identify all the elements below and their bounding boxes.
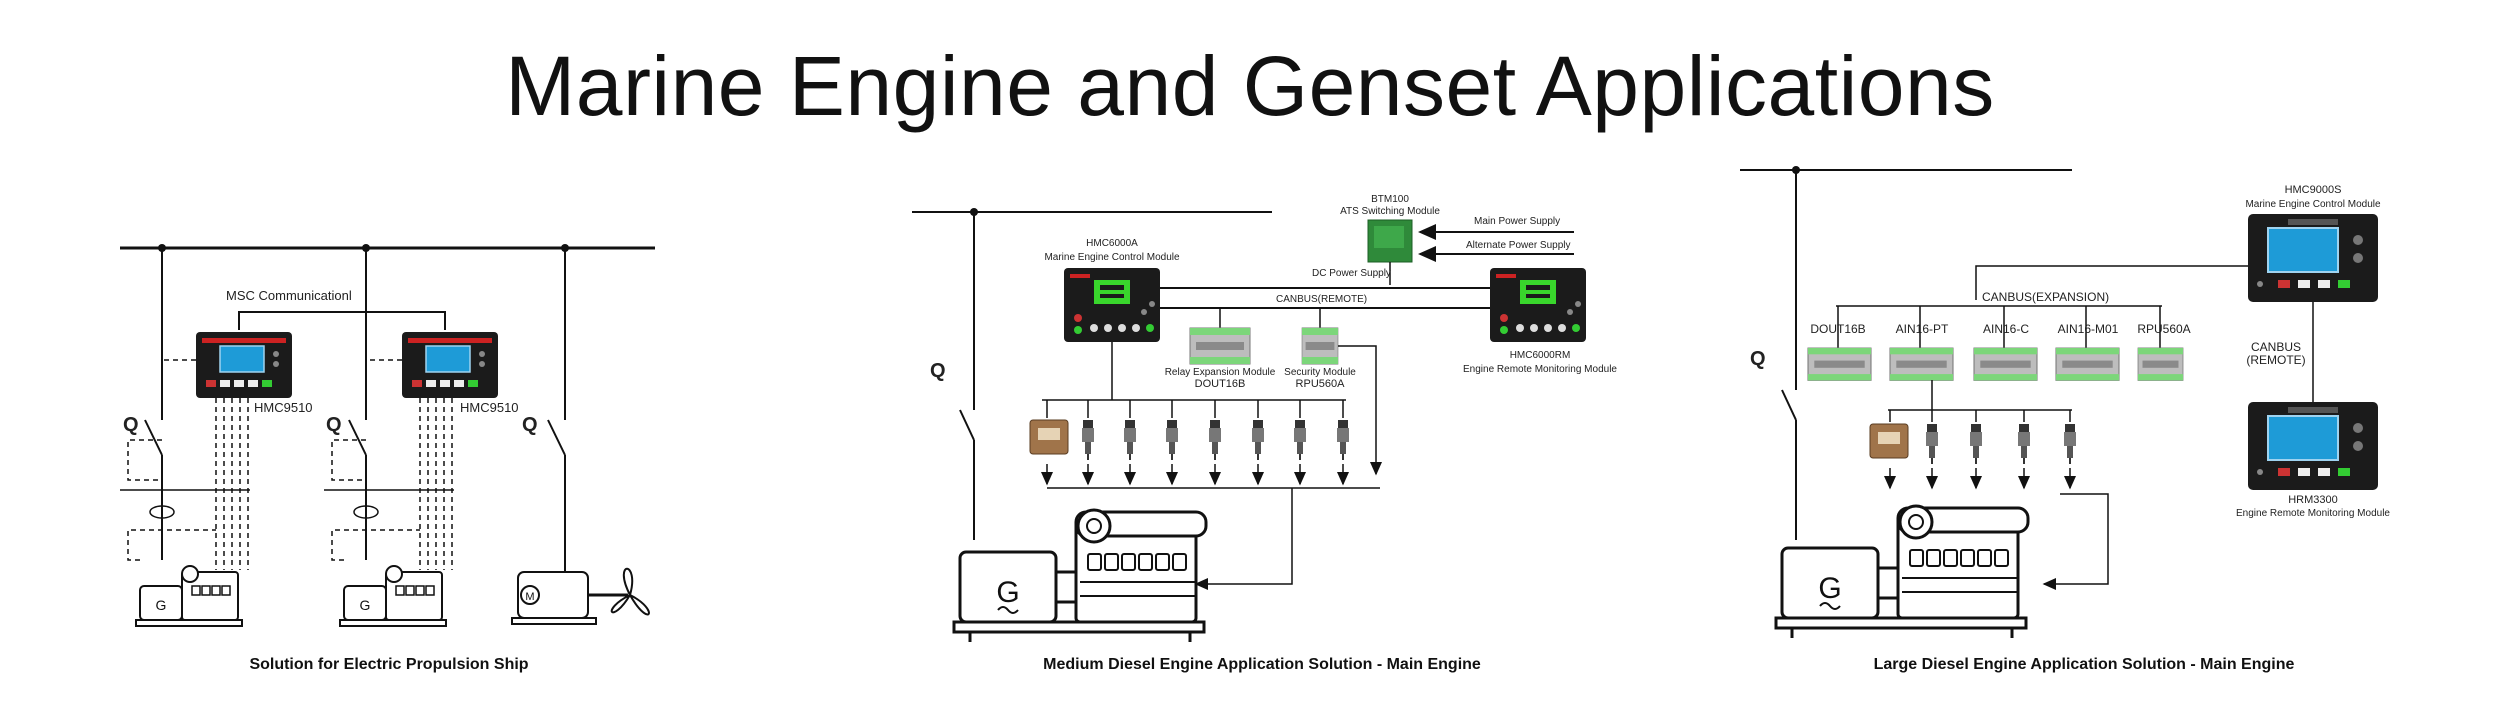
controller-hmc9510-1 [195, 331, 293, 399]
svg-text:M: M [525, 591, 534, 603]
dc-power-label: DC Power Supply [1312, 268, 1391, 279]
genset-2 [339, 565, 447, 627]
module-dout16b-r [1807, 347, 1872, 381]
module-ain16-c [1973, 347, 2038, 381]
controller-hmc9510-2 [401, 331, 499, 399]
page-title: Marine Engine and Genset Applications [505, 39, 1995, 133]
engine-medium [952, 508, 1208, 644]
main-power-label: Main Power Supply [1474, 216, 1561, 227]
relay-module-name: DOUT16B [1194, 378, 1246, 390]
canbus-expansion-label: CANBUS(EXPANSION) [1982, 290, 2110, 304]
hmc6000a-name: HMC6000A [1086, 238, 1138, 249]
breaker-label-1: Q [123, 414, 139, 436]
hmc9000s-desc: Marine Engine Control Module [2245, 199, 2381, 210]
module-label-ain16-pt: AIN16-PT [1895, 322, 1949, 336]
module-label-rpu560a: RPU560A [2137, 322, 2191, 336]
module-dout16b [1189, 327, 1251, 365]
caption-left: Solution for Electric Propulsion Ship [249, 656, 529, 673]
canbus-remote-label-1: CANBUS [2250, 340, 2302, 354]
controller-hmc6000a [1064, 268, 1160, 342]
module-label-dout16b: DOUT16B [1810, 322, 1866, 336]
caption-middle: Medium Diesel Engine Application Solutio… [1043, 656, 1481, 673]
msc-communication-label: MSC Communicationl [226, 288, 352, 303]
relay-module-desc: Relay Expansion Module [1164, 367, 1276, 378]
governor-actuator-r [1869, 423, 1909, 459]
module-label-ain16-c: AIN16-C [1982, 322, 2030, 336]
module-label-ain16-m01: AIN16-M01 [2057, 322, 2119, 336]
module-rpu560a [1301, 327, 1339, 365]
canbus-remote-label: CANBUS(REMOTE) [1276, 294, 1368, 305]
hmc6000rm-desc: Engine Remote Monitoring Module [1463, 364, 1617, 375]
canbus-remote-label-2: (REMOTE) [2246, 353, 2306, 367]
caption-right: Large Diesel Engine Application Solution… [1873, 656, 2295, 673]
breaker-label-2: Q [326, 414, 342, 436]
controller-hmc6000rm [1490, 268, 1586, 342]
btm100-name: BTM100 [1371, 194, 1409, 205]
engine-large [1774, 504, 2030, 640]
controller-hmc9000s [2247, 213, 2379, 303]
module-ain16-m01 [2055, 347, 2120, 381]
hmc6000rm-name: HMC6000RM [1509, 350, 1571, 361]
btm100-desc: ATS Switching Module [1340, 206, 1440, 217]
breaker-label-right: Q [1750, 348, 1766, 370]
security-module-name: RPU560A [1295, 378, 1345, 390]
controller-label-1: HMC9510 [254, 400, 313, 415]
breaker-label-mid: Q [930, 360, 946, 382]
controller-label-2: HMC9510 [460, 400, 519, 415]
controller-hrm3300 [2247, 401, 2379, 491]
middle-panel [912, 208, 1586, 644]
hrm3300-desc: Engine Remote Monitoring Module [2236, 508, 2390, 519]
alt-power-label: Alternate Power Supply [1466, 240, 1571, 251]
hmc9000s-name: HMC9000S [2284, 184, 2342, 196]
left-panel: M [120, 244, 655, 627]
module-ain16-pt [1889, 347, 1954, 381]
module-rpu560a-r [2137, 347, 2184, 381]
right-panel [1740, 166, 2379, 640]
breaker-label-3: Q [522, 414, 538, 436]
hrm3300-name: HRM3300 [2288, 494, 2338, 506]
propulsion-motor: M [511, 567, 650, 625]
governor-actuator [1029, 419, 1069, 455]
hmc6000a-desc: Marine Engine Control Module [1044, 252, 1180, 263]
genset-1 [135, 565, 243, 627]
security-module-desc: Security Module [1284, 367, 1356, 378]
